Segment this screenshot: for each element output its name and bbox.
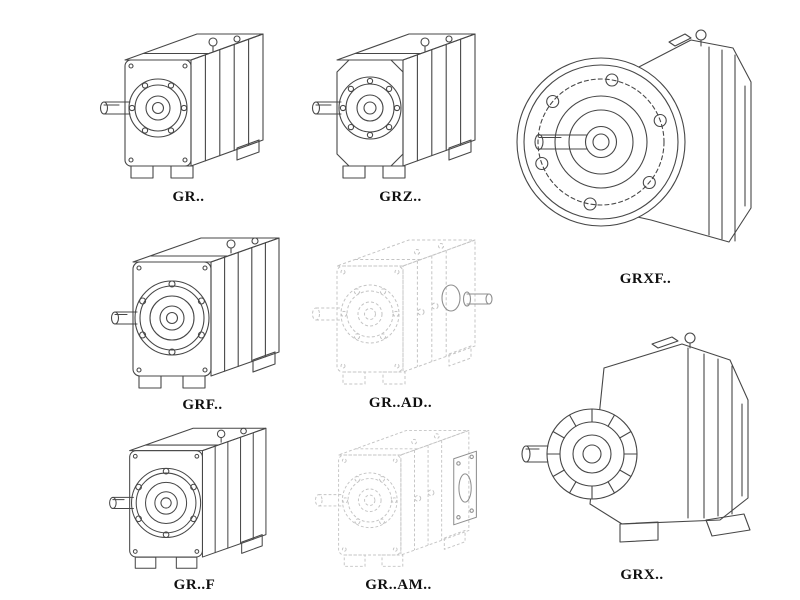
figure-label-grx: GRX.. <box>620 567 664 583</box>
figure-grz: GRZ.. <box>298 6 503 206</box>
figure-grf2: GR..F <box>92 404 297 594</box>
figure-gram: GR..AM.. <box>296 404 501 594</box>
figure-label-grf2: GR..F <box>173 577 216 593</box>
figure-label-gr: GR.. <box>172 189 205 205</box>
figure-grad: GR..AD.. <box>298 212 503 412</box>
figure-label-grz: GRZ.. <box>379 189 422 205</box>
gearbox-drawing-gr <box>99 33 264 179</box>
gearbox-drawing-grad <box>311 239 493 385</box>
figure-label-grxf: GRXF.. <box>619 271 672 287</box>
figure-label-grf: GRF.. <box>182 397 223 413</box>
figure-label-gram: GR..AM.. <box>365 577 432 593</box>
gearbox-drawing-gram <box>314 429 477 567</box>
figure-gr: GR.. <box>86 6 291 206</box>
figure-grxf: GRXF.. <box>498 8 793 288</box>
figure-grf: GRF.. <box>100 212 305 414</box>
figure-grx: GRX.. <box>492 312 792 584</box>
gearbox-drawing-grxf <box>515 29 752 243</box>
gearbox-drawing-grz <box>311 33 476 179</box>
figure-label-grad: GR..AD.. <box>368 395 433 411</box>
gearbox-drawing-grx <box>521 332 751 543</box>
gearbox-drawing-grf2 <box>108 427 266 569</box>
gearbox-drawing-grf <box>110 237 280 389</box>
